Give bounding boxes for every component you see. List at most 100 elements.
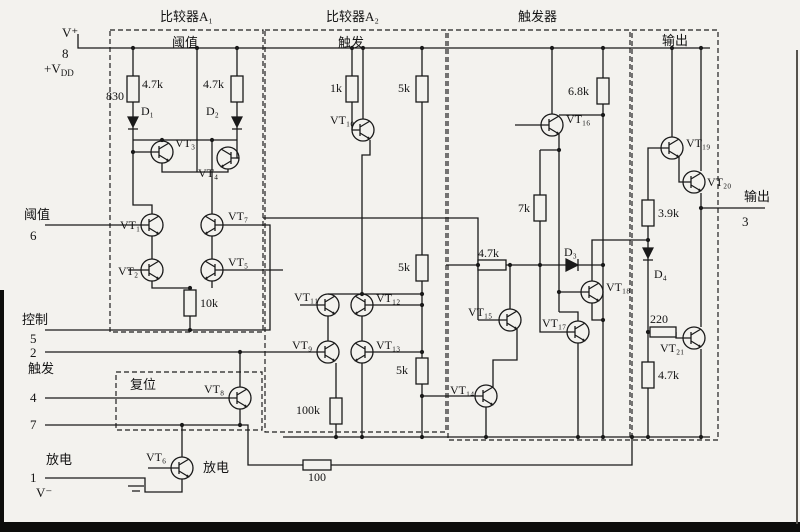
transistor-vt2	[140, 258, 164, 282]
label-d3: D₃	[564, 245, 577, 259]
pin1-rail: V⁻	[36, 485, 52, 500]
label-r10k: 10k	[200, 296, 218, 310]
resistor-100	[302, 459, 332, 471]
wire-vt14	[422, 329, 518, 437]
pin3-number: 3	[742, 214, 749, 229]
label-vt5: VT₅	[228, 255, 248, 269]
label-vt18: VT₁₈	[606, 280, 630, 294]
wire-pin7-discharge	[45, 424, 303, 466]
transistor-vt8	[228, 386, 252, 410]
pin-labels: V⁺ 8 +VDD 阈值 6 控制 5 2 触发 4 7 放电 1 V⁻ 输出 …	[22, 25, 770, 500]
sublabel-reset: 复位	[130, 377, 156, 392]
label-vt4: VT₄	[198, 166, 218, 180]
label-r47k-c: 4.7k	[478, 246, 499, 260]
wire-a1-left-chain	[132, 48, 153, 214]
wire-a1-darlington	[128, 236, 283, 271]
label-r68k: 6.8k	[568, 84, 589, 98]
label-vt1: VT₁	[120, 218, 140, 232]
label-r830: 830	[106, 89, 124, 103]
wire-ff-vt17	[559, 311, 579, 437]
label-r47k-a: 4.7k	[142, 77, 163, 91]
sublabel-discharge: 放电	[203, 460, 229, 475]
resistor-5k-top	[415, 75, 429, 103]
wire-out-vt20-vt21	[675, 48, 702, 437]
transistor-vt16	[540, 113, 564, 137]
label-vt13: VT₁₃	[376, 338, 400, 352]
wire-a1-to-ff	[263, 217, 479, 320]
wire-a2-1k-chain	[351, 48, 371, 294]
pin1-number: 1	[30, 470, 37, 485]
sublabel-trigger: 触发	[338, 35, 364, 50]
pin8-rail-main: +V	[44, 61, 61, 76]
block-outlines	[109, 29, 719, 441]
label-r39k: 3.9k	[658, 206, 679, 220]
transistor-vt5	[200, 258, 224, 282]
pin6-name: 阈值	[24, 207, 50, 222]
pin8-name: V⁺	[62, 25, 78, 40]
transistor-vt12	[350, 293, 374, 317]
transistor-vt21	[682, 326, 706, 350]
label-r5k-mid: 5k	[398, 260, 410, 274]
label-vt14: VT₁₄	[450, 383, 474, 397]
transistor-vt11	[316, 293, 340, 317]
resistor-4k7-d	[641, 361, 655, 389]
resistor-5k-mid	[415, 254, 429, 282]
pin4-number: 4	[30, 390, 37, 405]
transistor-vt17	[566, 320, 590, 344]
wire-vt15	[478, 265, 511, 321]
title-output-block: 输出	[662, 33, 688, 48]
block-comparator-a2-outline	[264, 29, 447, 433]
transistor-vt10	[351, 118, 375, 142]
wire-ff-7k-chain	[539, 149, 567, 333]
transistor-vt18	[580, 280, 604, 304]
resistor-1k	[345, 75, 359, 103]
pin5-name: 控制	[22, 312, 48, 327]
diode-labels: D₁ D₂ D₃ D₄	[141, 104, 667, 281]
label-r5k-top: 5k	[398, 81, 410, 95]
pin8-rail: +VDD	[44, 61, 74, 78]
transistor-vt7	[200, 213, 224, 237]
label-r1k: 1k	[330, 81, 342, 95]
transistor-vt3	[150, 140, 174, 164]
block-titles: 比较器A₁ 比较器A₂ 触发器 输出 阈值 触发 复位 放电	[130, 9, 688, 475]
wire-pin1-ground	[45, 477, 183, 493]
label-vt15: VT₁₅	[468, 305, 492, 319]
label-vt19: VT₁₉	[686, 136, 710, 150]
ground-marks	[128, 485, 144, 492]
transistor-vt1	[140, 213, 164, 237]
transistor-labels: VT₁ VT₂ VT₃ VT₄ VT₇ VT₅ VT₈ VT₆ VT₁₀ VT₁…	[118, 112, 731, 464]
transistor-vt6	[170, 456, 194, 480]
label-d1: D₁	[141, 104, 154, 118]
label-vt6: VT₆	[146, 450, 166, 464]
wire-pin5-control	[45, 224, 271, 331]
label-vt12: VT₁₂	[376, 291, 400, 305]
pin2-number: 2	[30, 345, 37, 360]
resistor-4k7-c	[477, 259, 507, 271]
resistor-3k9	[641, 199, 655, 227]
diode-d3	[565, 258, 584, 272]
pin8-rail-sub: DD	[61, 68, 74, 78]
label-r100k: 100k	[296, 403, 320, 417]
block-comparator-a1-outline	[109, 29, 264, 333]
label-r47k-b: 4.7k	[203, 77, 224, 91]
transistors	[140, 113, 706, 480]
label-vt7: VT₇	[228, 209, 248, 223]
pin8-number: 8	[62, 46, 69, 61]
label-vt20: VT₂₀	[707, 175, 731, 189]
pin1-name: 放电	[46, 452, 72, 467]
diode-d4	[642, 247, 654, 264]
sublabel-threshold: 阈值	[172, 35, 198, 50]
resistor-5k-low	[415, 357, 429, 385]
wire-out-vt19	[647, 48, 683, 332]
wire-100ohm-run	[331, 437, 633, 466]
wire-a2-pair-stack	[327, 316, 363, 341]
label-vt16: VT₁₆	[566, 112, 590, 126]
block-reset-outline	[115, 371, 263, 431]
block-flipflop-outline	[447, 29, 631, 441]
resistor-220	[649, 326, 677, 338]
wire-top-rail	[77, 34, 710, 49]
label-vt11: VT₁₁	[294, 290, 318, 304]
diode-d2	[231, 116, 243, 133]
